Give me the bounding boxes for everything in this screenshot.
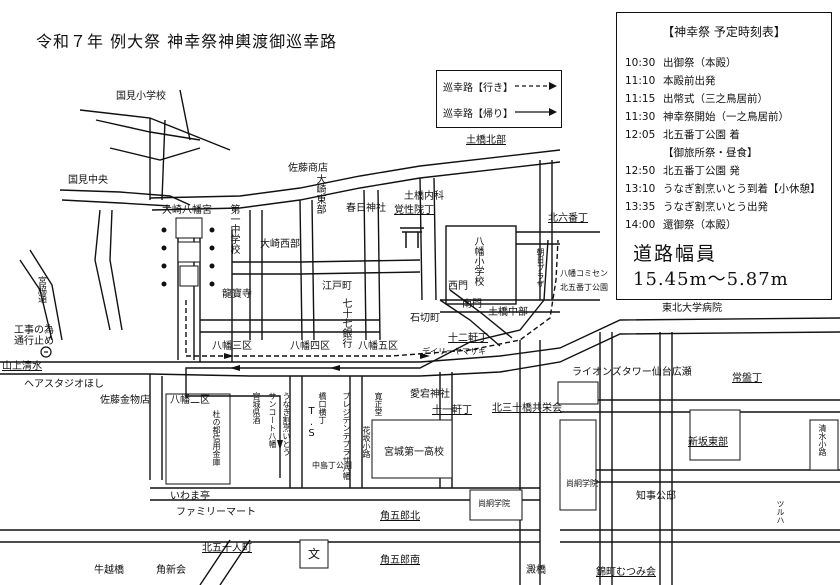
label-tsuchibashi-kita: 土橋北部 [466, 135, 506, 146]
label-school-symbol: 文 [308, 547, 321, 561]
label-ushigoebashi: 牛越橋 [94, 565, 124, 576]
label-chiji-koshu: 知事公邸 [636, 491, 676, 502]
label-kunimi-chuo: 国見中央 [68, 175, 108, 186]
label-shokokouin-small: 尚絅学院 [478, 499, 510, 508]
label-koji-1: 工事の為 [14, 325, 54, 336]
label-shinzaka-tobu: 新坂東部 [688, 437, 728, 448]
label-hair-studio: ヘアスタジオほし [24, 379, 104, 390]
label-kakugoro-kita: 角五郎北 [380, 511, 420, 522]
label-miyagi-sake: 宮城県酒 [252, 392, 261, 424]
label-ishikiri-cho: 石切町 [410, 313, 440, 324]
label-osaki-nishibu: 大崎西部 [260, 239, 300, 250]
label-shimizu-kouji: 清水小路 [818, 424, 827, 456]
label-family-mart: ファミリーマート [176, 507, 256, 518]
label-osaki-hachimangu: 大崎八幡宮 [162, 205, 212, 216]
label-nishimon: 西門 [448, 281, 468, 292]
legend-outbound-line [515, 82, 557, 90]
label-juni-kencho: 十二軒丁 [448, 333, 488, 344]
label-edocho: 江戸町 [322, 281, 352, 292]
label-tsuchibashi-chubu: 土橋中部 [488, 307, 528, 318]
label-hachiman5ku: 八幡五区 [358, 341, 398, 352]
label-kanzen-do: 寛正堂 [374, 392, 383, 416]
label-koji-2: 通行止め [14, 336, 54, 347]
label-watase: 澱橋 [526, 565, 546, 576]
label-kakugoro-minami: 角五郎南 [380, 555, 420, 566]
label-hanasaka-koji: 花坂小路 [362, 426, 371, 458]
label-ryocho-mutsumikai: 錦町むつみ会 [596, 567, 656, 578]
label-tohoku-daigaku: 東北大学病院 [662, 303, 722, 314]
label-ryuhoji: 龍寶寺 [222, 289, 252, 300]
label-hachiman2ku: 八幡二区 [170, 395, 210, 406]
page-title: 令和７年 例大祭 神幸祭神輿渡御巡幸路 [36, 32, 338, 51]
label-kasuga-jinja: 春日神社 [346, 203, 386, 214]
label-juichi-kencho: 十一軒丁 [432, 405, 472, 416]
label-hashiguchi-kencho: 橋口横丁 [318, 392, 327, 424]
label-sato-kanamono: 佐藤金物店 [100, 395, 150, 406]
label-tokiwa-cho: 常盤丁 [732, 373, 762, 384]
label-sun-court: サンコート八幡 [268, 392, 277, 448]
label-akagi-jinja: 愛宕神社 [410, 389, 450, 400]
label-nakajima-park: 中島丁公園 [312, 461, 352, 470]
label-unagi-kappo: うなぎ割烹いとう [282, 392, 291, 456]
label-nanajushichi-ginko: 七十七銀行 [340, 298, 351, 348]
label-yamagami-shimizu: 山上清水 [2, 361, 42, 372]
label-minamimon: 南門 [462, 299, 482, 310]
label-shokokouin: 尚絅学院 [566, 479, 598, 488]
label-osaki-tobu: 大崎東部 [314, 174, 325, 214]
legend-return-label: 巡幸路【帰り】 [443, 109, 513, 120]
schedule-row: 【御旅所祭・昼食】 [663, 147, 758, 159]
label-hachiman4ku: 八幡四区 [290, 341, 330, 352]
legend-outbound-label: 巡幸路【行き】 [443, 83, 513, 94]
label-kita-rokubancho: 北六番丁 [548, 213, 588, 224]
legend-return-line [515, 108, 557, 116]
label-daily-yamazaki: デイリーヤマザキ [422, 347, 486, 356]
label-presidium: プレジデンテプラザ八幡 [342, 392, 351, 480]
label-tsuruhara: ツルハ [776, 500, 785, 524]
label-ts: T.S [306, 406, 317, 439]
label-tsuchibashi-naika: 土橋内科 [404, 191, 444, 202]
label-kita-gojuninin: 北五十人町 [202, 543, 252, 554]
label-iwama-tei: いわま亭 [170, 491, 210, 502]
label-kakusho-in: 覚性院丁 [394, 205, 434, 216]
label-daiichi-chugakko: 第一中学校 [228, 204, 239, 254]
label-kita-santoku: 北三十橋共栄会 [492, 403, 562, 414]
label-hachiman3ku: 八幡三区 [212, 341, 252, 352]
label-hachiman-shogakko: 八幡小学校 [472, 236, 483, 286]
label-kita-gobancho-park: 北五番丁公園 [560, 283, 608, 292]
legend: 巡幸路【行き】 巡幸路【帰り】 [436, 70, 562, 128]
label-miyagi-daiichi: 宮城第一高校 [384, 447, 444, 458]
label-sato-shoten: 佐藤商店 [288, 163, 328, 174]
label-hachiman-comission: 八幡コミセン [560, 269, 608, 278]
label-kazaraji: 宮脇通 [36, 276, 46, 303]
label-mori-shinkin: 杜の都信用金庫 [212, 410, 221, 466]
road-width-range: 15.45m～5.87m [633, 269, 789, 290]
label-lions-tower: ライオンズタワー仙台広瀬 [572, 367, 692, 378]
label-kakushin-kai: 角新会 [156, 565, 186, 576]
label-asahi-plaza: 朝日プラザ [536, 248, 545, 288]
label-kunimi-elementary: 国見小学校 [116, 91, 166, 102]
schedule-title: 【神幸祭 予定時刻表】 [662, 25, 786, 39]
road-width-title: 道路幅員 [633, 243, 718, 265]
